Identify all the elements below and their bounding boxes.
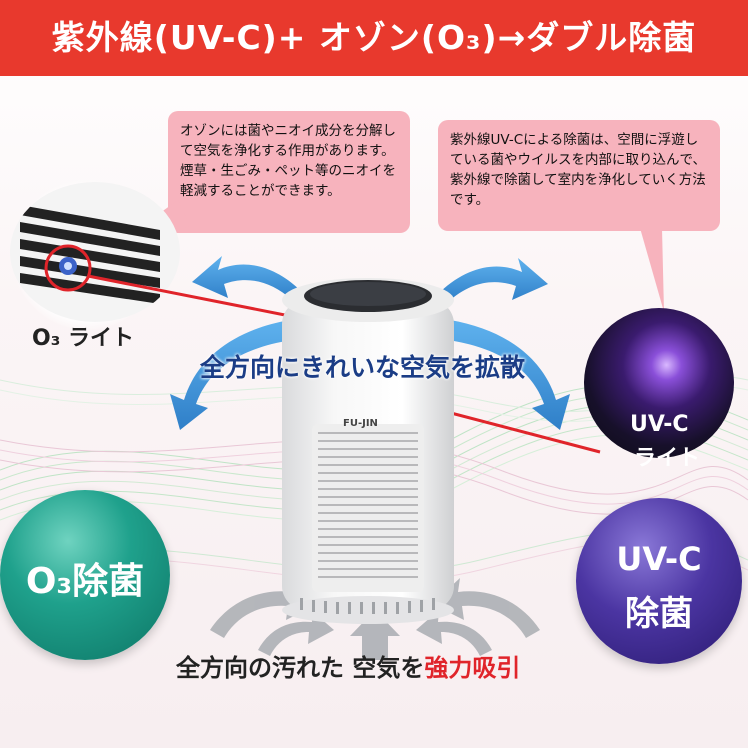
banner-title: 紫外線(UV-C)+ オゾン(O₃)→ダブル除菌 [51, 18, 697, 57]
uvc-light-label-line1: UV-C [630, 412, 689, 437]
o3-light-label: O₃ ライト [32, 326, 134, 351]
uvc-light-label-line2: ライト [634, 446, 701, 471]
brand-logo: FU-JIN [343, 418, 378, 429]
intake-caption: 全方向の汚れた 空気を強力吸引 [176, 648, 520, 683]
uvc-light-inset [584, 308, 734, 458]
title-banner: 紫外線(UV-C)+ オゾン(O₃)→ダブル除菌 [0, 0, 748, 76]
o3-sterilization-text: O₃除菌 [25, 561, 145, 602]
uvc-info-bubble: 紫外線UV-Cによる除菌は、空間に浮遊している菌やウイルスを内部に取り込んで、紫… [438, 120, 720, 231]
uvc-sterilization-line2: 除菌 [625, 594, 693, 634]
intake-caption-highlight: 強力吸引 [424, 654, 521, 682]
ozone-info-bubble: オゾンには菌やニオイ成分を分解して空気を浄化する作用があります。煙草・生ごみ・ペ… [168, 111, 410, 233]
uvc-sterilization-line1: UV-C [616, 540, 702, 578]
uvc-sterilization-orb: UV-C 除菌 [576, 498, 742, 664]
intake-caption-prefix: 全方向の汚れた 空気を [176, 654, 425, 682]
diffusion-caption: 全方向にきれいな空気を拡散 [200, 353, 526, 382]
o3-sterilization-orb: O₃除菌 [0, 490, 170, 660]
